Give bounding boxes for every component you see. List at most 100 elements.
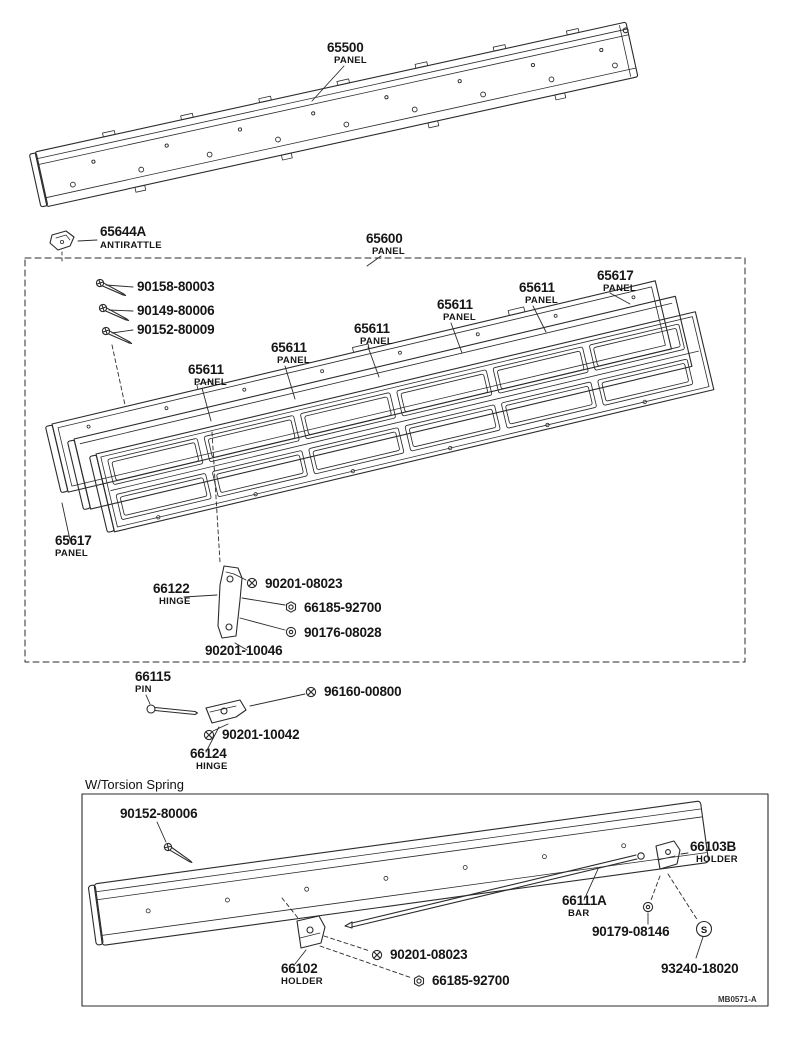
- leader-line: [241, 597, 286, 606]
- part-type: PANEL: [360, 336, 393, 347]
- label-65600: 65600 PANEL: [366, 231, 405, 267]
- leader-line: [450, 322, 463, 354]
- slat: [404, 404, 501, 452]
- part-number: 90149-80006: [137, 303, 215, 318]
- gate-panel-front: [89, 311, 715, 533]
- slat: [597, 358, 694, 407]
- spring-mark: S: [667, 873, 713, 938]
- part-number: 66103B: [690, 839, 737, 854]
- leader-line: [205, 726, 220, 753]
- frame-hinge-tabs: [196, 306, 526, 390]
- label-66122: 66122 HINGE: [153, 581, 218, 607]
- part-number: 90158-80003: [137, 279, 215, 294]
- label-65611-1: 65611 PANEL: [519, 280, 558, 333]
- leader-line: [366, 255, 382, 267]
- label-96160-00800: 96160-00800: [249, 684, 402, 707]
- assembly-boundary-box: [24, 257, 746, 663]
- leader-line: [294, 949, 307, 965]
- label-65611-3: 65611 PANEL: [354, 321, 393, 378]
- part-number: 90152-80009: [137, 322, 214, 337]
- part-number: 65600: [366, 231, 403, 246]
- hinge-66124-drawing: [205, 699, 247, 724]
- slat: [107, 437, 204, 486]
- dashed-leader: [650, 875, 661, 901]
- torsion-section-box: [81, 793, 769, 1007]
- part-number: 65644A: [100, 224, 147, 239]
- part-number: 90152-80006: [120, 806, 198, 821]
- part-type: HOLDER: [281, 976, 323, 987]
- part-number: 90179-08146: [592, 924, 670, 939]
- top-panel-holes: [70, 47, 618, 188]
- part-type: PANEL: [194, 377, 227, 388]
- end-pin: [622, 27, 629, 34]
- screw-icon: [94, 277, 128, 300]
- holder-66102-drawing: [281, 897, 326, 949]
- part-number: 66122: [153, 581, 190, 596]
- washer-icon: [285, 626, 297, 638]
- part-type: HINGE: [159, 596, 191, 607]
- part-number: 66185-92700: [432, 973, 509, 988]
- label-66185-92700-lower: 66185-92700: [319, 945, 510, 988]
- label-65500: 65500 PANEL: [311, 40, 367, 102]
- slat: [396, 369, 493, 417]
- screw-icon: [97, 302, 131, 325]
- slat: [203, 414, 300, 463]
- s-circle-icon: [695, 920, 713, 938]
- leader-line: [695, 936, 704, 959]
- pin-66115-drawing: [146, 704, 199, 716]
- part-number: 66115: [135, 669, 171, 684]
- slat: [492, 346, 589, 394]
- part-type: HINGE: [196, 761, 228, 772]
- dashed-leader: [667, 873, 699, 922]
- label-90201-08023-lower: 90201-08023: [323, 935, 468, 962]
- nut-icon: [285, 601, 297, 613]
- part-number: 66124: [190, 746, 227, 761]
- label-65617-top: 65617 PANEL: [597, 268, 636, 305]
- antirattle-drawing: [49, 230, 75, 263]
- leader-line: [108, 309, 134, 312]
- leader-line: [367, 346, 380, 378]
- label-66124: 66124 HINGE: [190, 726, 228, 772]
- label-66115: 66115 PIN: [135, 669, 172, 705]
- dashed-leader: [111, 344, 126, 406]
- leader-line: [105, 284, 134, 288]
- part-type: HOLDER: [696, 854, 738, 865]
- label-90201-10042: 90201-10042: [203, 723, 300, 742]
- torsion-section-title: W/Torsion Spring: [85, 777, 184, 792]
- leader-line: [111, 329, 134, 334]
- drawing-code: MB0571-A: [718, 995, 757, 1004]
- label-90152-80006: 90152-80006: [120, 806, 198, 867]
- part-type: PANEL: [603, 283, 636, 294]
- hinge-66122-drawing: [217, 565, 243, 639]
- part-type: PANEL: [334, 55, 367, 66]
- leader-line: [234, 642, 248, 651]
- screw-icon: [305, 686, 317, 698]
- part-number: 90176-08028: [304, 625, 382, 640]
- slat: [211, 449, 309, 498]
- label-65611-2: 65611 PANEL: [437, 297, 476, 354]
- part-number: 93240-18020: [661, 961, 738, 976]
- frame-holes: [156, 399, 647, 520]
- frame-holes: [86, 295, 636, 429]
- leader-line: [201, 387, 212, 422]
- panel-holes: [145, 843, 627, 914]
- label-66111a: 66111A BAR: [562, 868, 607, 919]
- part-type: PIN: [135, 684, 152, 695]
- label-93240-18020: 93240-18020: [661, 936, 739, 976]
- bolt-icon: [203, 729, 215, 741]
- slat: [588, 323, 686, 371]
- part-number: 66111A: [562, 893, 607, 908]
- label-90179-08146: 90179-08146: [592, 875, 670, 939]
- part-number: 90201-08023: [265, 576, 343, 591]
- top-panel-tabs: [102, 28, 580, 193]
- leader-line: [609, 292, 631, 305]
- leader-line: [183, 594, 218, 598]
- label-65617-bottom: 65617 PANEL: [55, 502, 92, 559]
- label-65611-5: 65611 PANEL: [188, 362, 227, 422]
- top-panel-drawing: [29, 21, 639, 208]
- part-type: PANEL: [443, 312, 476, 323]
- dashed-leader: [281, 897, 299, 919]
- dashed-leader: [211, 431, 221, 563]
